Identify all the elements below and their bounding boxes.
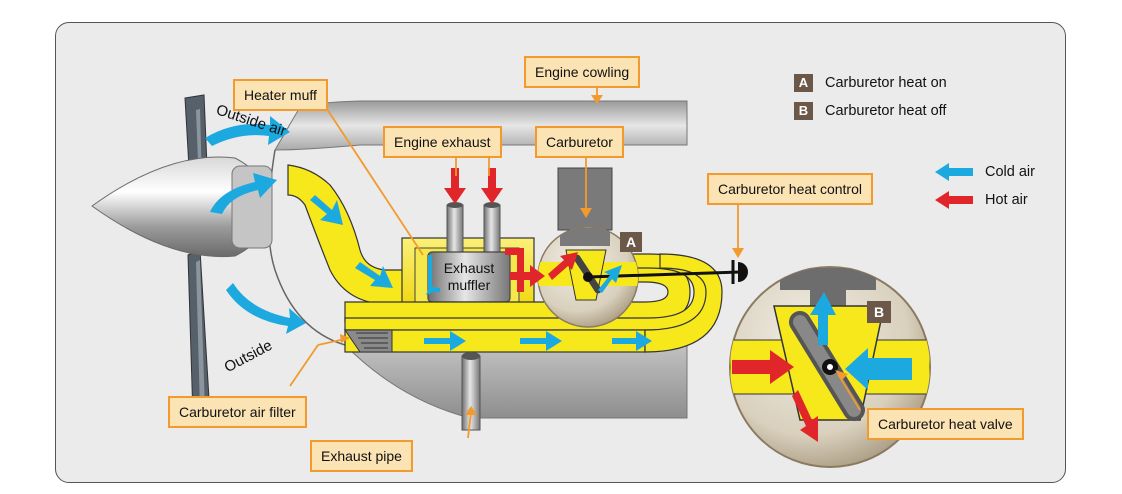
spinner — [91, 156, 273, 258]
callout-carburetor-air-filter: Carburetor air filter — [168, 396, 307, 428]
callout-carburetor: Carburetor — [535, 126, 624, 158]
propeller — [184, 94, 211, 419]
hot-air-arrow-icon — [935, 191, 973, 209]
air-filter — [344, 329, 393, 353]
leader-arrowheads — [340, 95, 848, 415]
legend-heat-on-label: Carburetor heat on — [825, 75, 947, 91]
badge-a-text: A — [626, 234, 636, 250]
legend-cold-air: Cold air — [935, 163, 1035, 181]
legend-heat-off: B Carburetor heat off — [794, 102, 946, 120]
exhaust-pipe — [461, 352, 481, 431]
intake-duct — [287, 164, 411, 305]
muffler-label-1: Exhaust — [444, 260, 495, 276]
legend-hot-air: Hot air — [935, 191, 1028, 209]
badge-b — [867, 301, 891, 323]
legend-badge-a: A — [794, 74, 813, 92]
legend-heat-off-label: Carburetor heat off — [825, 103, 947, 119]
callout-heater-muff: Heater muff — [233, 79, 328, 111]
callout-exhaust-pipe: Exhaust pipe — [310, 440, 413, 472]
callout-carburetor-heat-control: Carburetor heat control — [707, 173, 873, 205]
badge-b-text: B — [874, 304, 884, 320]
legend-heat-on: A Carburetor heat on — [794, 74, 947, 92]
hot-air-arrows — [444, 168, 818, 442]
legend-hot-air-label: Hot air — [985, 192, 1028, 208]
badge-a — [620, 232, 642, 252]
cold-air-arrows — [205, 116, 912, 390]
cold-air-arrow-icon — [935, 163, 973, 181]
exhaust-muffler: Exhaust muffler — [427, 251, 511, 303]
callout-engine-exhaust: Engine exhaust — [383, 126, 502, 158]
callout-engine-cowling: Engine cowling — [524, 56, 641, 88]
callout-carburetor-heat-valve: Carburetor heat valve — [867, 408, 1024, 440]
muffler-label-2: muffler — [448, 277, 491, 293]
legend-badge-b: B — [794, 102, 813, 120]
outside-label: Outside — [222, 337, 276, 376]
legend-cold-air-label: Cold air — [985, 164, 1035, 180]
